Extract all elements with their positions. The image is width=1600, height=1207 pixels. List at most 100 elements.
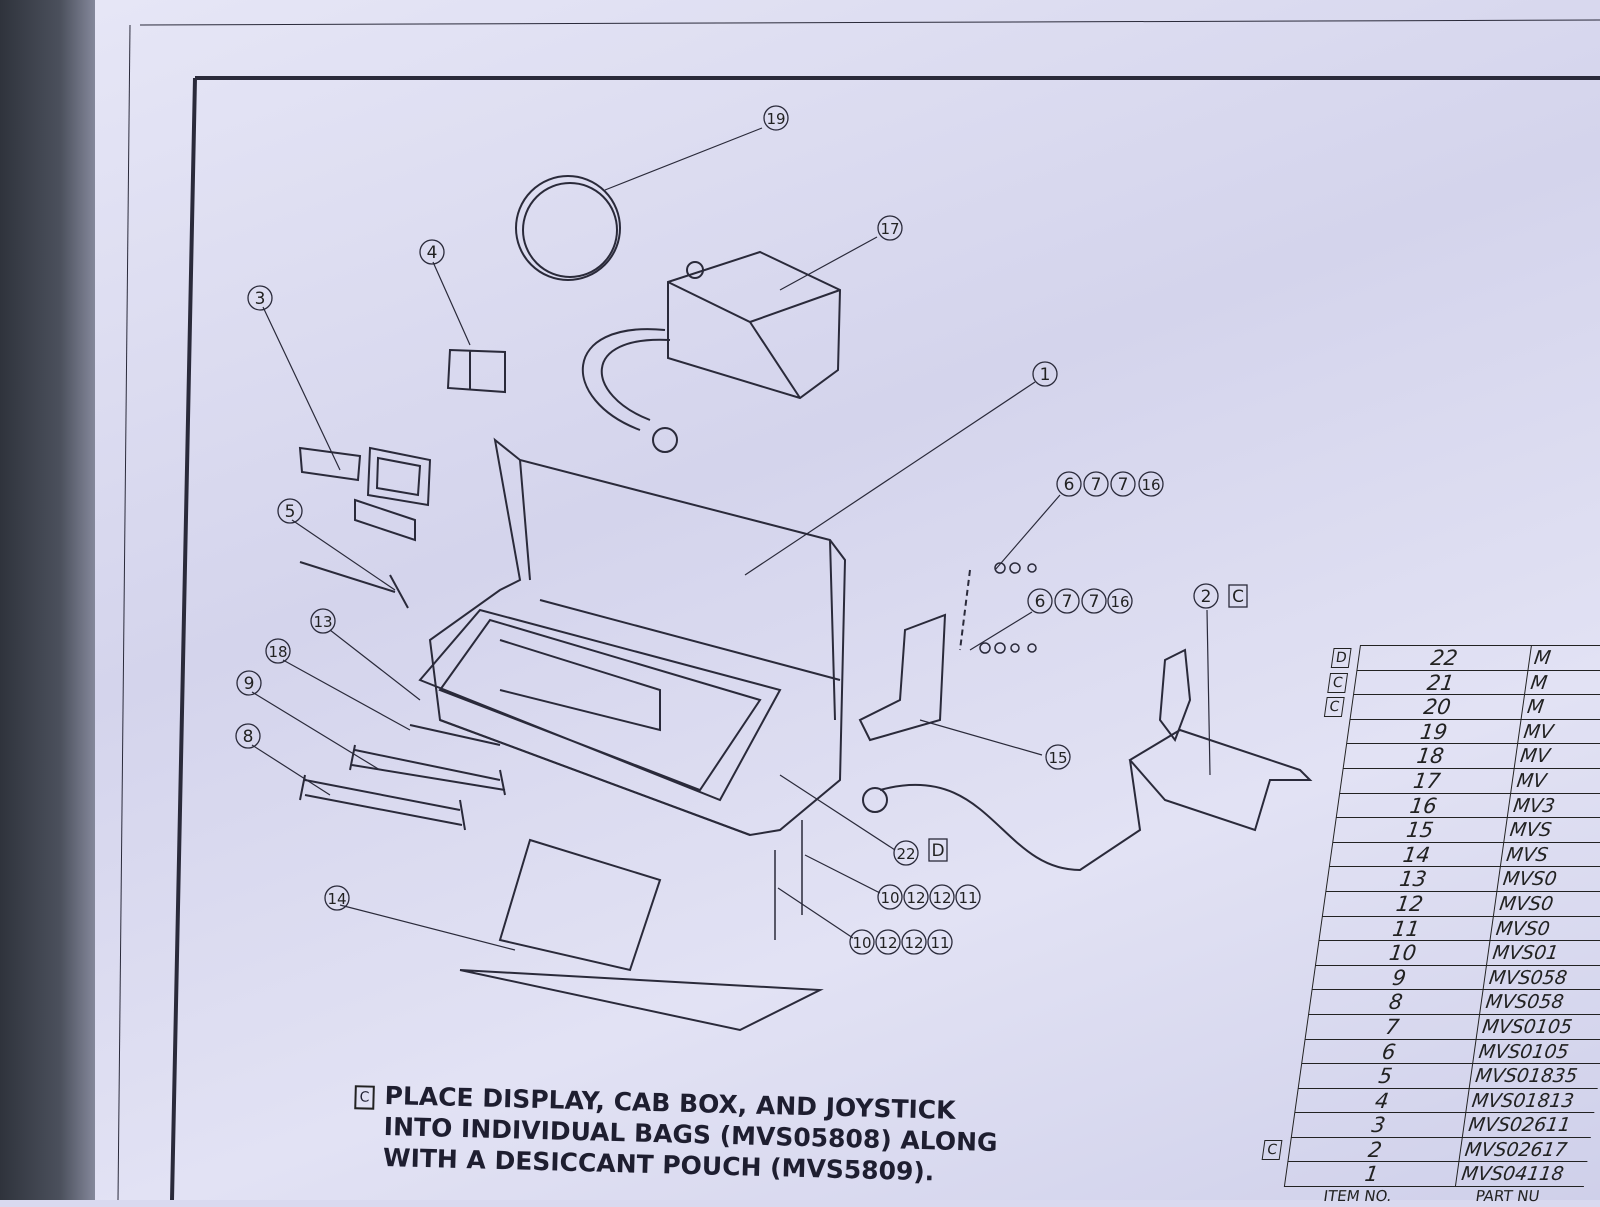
item-number: 15	[1332, 818, 1507, 842]
revision-flag: C	[1327, 672, 1349, 693]
callout-label: 22	[896, 845, 915, 863]
note-flag-c: C	[354, 1085, 375, 1110]
part-number: M	[1524, 670, 1600, 695]
key-5	[299, 561, 409, 609]
toolbox-1	[418, 437, 847, 837]
part-number: MVS04118	[1454, 1162, 1588, 1187]
callout-label: 7	[1091, 475, 1102, 495]
packaging-note: C PLACE DISPLAY, CAB BOX, AND JOYSTICK I…	[354, 1080, 999, 1189]
item-number: 18	[1342, 744, 1518, 768]
leader-lines	[251, 127, 1211, 951]
callout-label: 10	[852, 934, 871, 952]
part-number: MVS0	[1489, 916, 1600, 941]
joystick-2	[862, 648, 1313, 872]
item-number: 13	[1325, 867, 1500, 891]
callout-label: 12	[932, 889, 951, 907]
item-number: 14	[1328, 842, 1504, 867]
callout-balloon: 1	[1032, 361, 1058, 387]
callout-balloon: 14	[324, 885, 350, 911]
callout-balloon: 7	[1054, 588, 1080, 614]
callout-label: 17	[880, 220, 899, 238]
callout-balloon: 6	[1027, 588, 1053, 614]
cable-coil-19	[515, 175, 621, 281]
callout-label: 14	[327, 890, 346, 908]
item-number: 16	[1335, 793, 1511, 818]
header-item: ITEM NO.	[1322, 1187, 1393, 1206]
callout-balloon: 2	[1193, 583, 1219, 609]
item-number: 21	[1353, 670, 1528, 695]
part-number: MVS0105	[1475, 1014, 1600, 1039]
callout-balloon: 6	[1056, 471, 1082, 497]
callout-balloon: 3	[247, 285, 273, 311]
mount-bracket-15	[858, 613, 947, 742]
callout-balloon: 18	[265, 638, 291, 664]
callout-balloon: 12	[929, 884, 955, 910]
callout-balloon: 22	[893, 840, 919, 866]
hardware-washers	[774, 562, 1037, 940]
item-number: 19	[1346, 719, 1521, 744]
callout-balloon: 9	[236, 670, 262, 696]
callout-label: 7	[1118, 475, 1129, 495]
callout-balloon: 11	[927, 929, 953, 955]
callout-balloon: 12	[901, 929, 927, 955]
part-number: MVS0	[1492, 891, 1600, 916]
item-number: 6	[1301, 1039, 1476, 1064]
wrench-9	[349, 744, 506, 796]
part-number: MVS	[1499, 842, 1600, 867]
callout-balloon: 10	[877, 884, 903, 910]
outer-border	[139, 19, 1600, 26]
callout-label: 18	[268, 643, 287, 661]
revision-flag: C	[1261, 1139, 1283, 1160]
mat-14	[459, 838, 824, 1032]
item-number: 22	[1356, 646, 1531, 670]
hardware-line	[959, 569, 971, 651]
cab-box-17	[581, 250, 842, 453]
part-number: MV	[1513, 744, 1600, 768]
callout-balloon: 19	[763, 105, 789, 131]
item-number: 7	[1304, 1014, 1480, 1039]
callout-balloon: 11	[955, 884, 981, 910]
callout-label: 12	[904, 934, 923, 952]
callout-balloon: 7	[1110, 471, 1136, 497]
callout-label: 3	[255, 289, 266, 309]
table-header: ITEM NO.PART NU	[1281, 1186, 1584, 1207]
item-number: 17	[1339, 768, 1514, 793]
callout-balloon: 12	[903, 884, 929, 910]
callout-balloon: 15	[1045, 744, 1071, 770]
callout-balloon: 4	[419, 239, 445, 265]
inner-border	[170, 76, 1600, 1200]
item-number: 2	[1287, 1137, 1462, 1162]
callout-label: 2	[1201, 587, 1212, 607]
revision-flag: D	[1330, 648, 1352, 668]
callout-label: 12	[878, 934, 897, 952]
callout-balloon: 16	[1107, 588, 1133, 614]
item-number: 11	[1318, 916, 1493, 941]
callout-balloon: C	[1228, 584, 1248, 608]
bracket-4	[446, 348, 506, 394]
callout-label: 11	[930, 934, 949, 952]
item-number: 8	[1308, 990, 1483, 1014]
drawing-sheet	[95, 0, 1600, 1200]
callout-balloon: 5	[277, 498, 303, 524]
part-number: MVS01	[1486, 941, 1600, 965]
item-number: 12	[1321, 891, 1497, 916]
callout-label: 13	[313, 613, 332, 631]
part-number: M	[1527, 646, 1600, 670]
strap-18	[409, 724, 501, 746]
